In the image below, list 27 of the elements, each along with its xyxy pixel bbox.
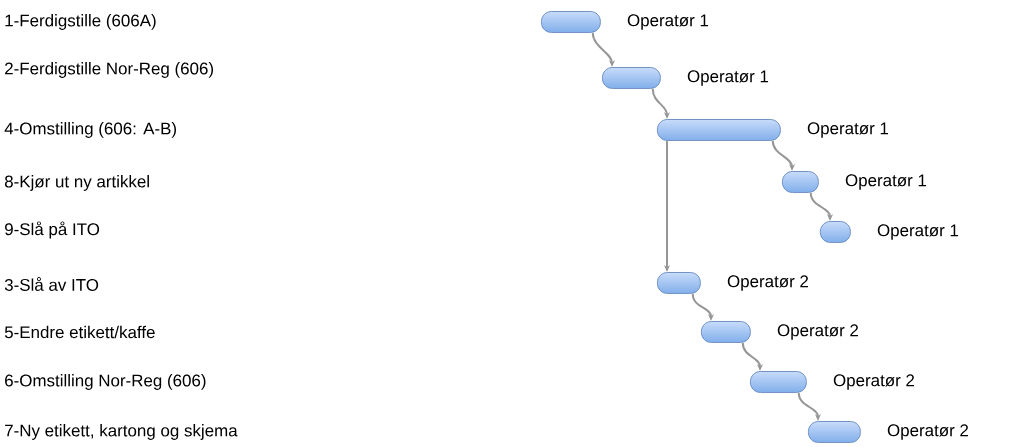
task-label: 5-Endre etikett/kaffe <box>4 325 155 339</box>
task-label: 1-Ferdigstille (606A) <box>5 14 156 30</box>
task-label: 9-Slå på ITO <box>5 221 100 239</box>
task-bar <box>820 221 851 243</box>
resource-label: Operatør 1 <box>845 174 927 190</box>
task-label: 2-Ferdigstille Nor-Reg (606) <box>5 62 213 78</box>
task-bar <box>782 171 819 193</box>
task-bar <box>602 67 661 89</box>
resource-label: Operatør 1 <box>687 70 769 86</box>
resource-label: Operatør 1 <box>627 14 709 30</box>
resource-label: Operatør 2 <box>777 324 858 340</box>
resource-label: Operatør 1 <box>807 122 889 138</box>
task-bar <box>657 272 701 294</box>
resource-label: Operatør 2 <box>727 275 808 291</box>
task-label: 6-Omstilling Nor-Reg (606) <box>5 374 206 390</box>
resource-label: Operatør 1 <box>877 224 959 240</box>
task-label: 3-Slå av ITO <box>4 277 99 291</box>
task-bar <box>750 371 807 393</box>
task-label: 4-Omstilling (606: A-B) <box>4 122 176 138</box>
task-label: 7-Ny etikett, kartong og skjema <box>5 424 238 440</box>
task-bar <box>808 421 861 443</box>
task-label: 8-Kjør ut ny artikkel <box>4 175 149 191</box>
resource-label: Operatør 2 <box>887 424 968 440</box>
resource-label: Operatør 2 <box>833 374 914 390</box>
task-bar <box>701 321 751 343</box>
task-bar <box>541 11 601 33</box>
task-bar <box>657 119 781 141</box>
